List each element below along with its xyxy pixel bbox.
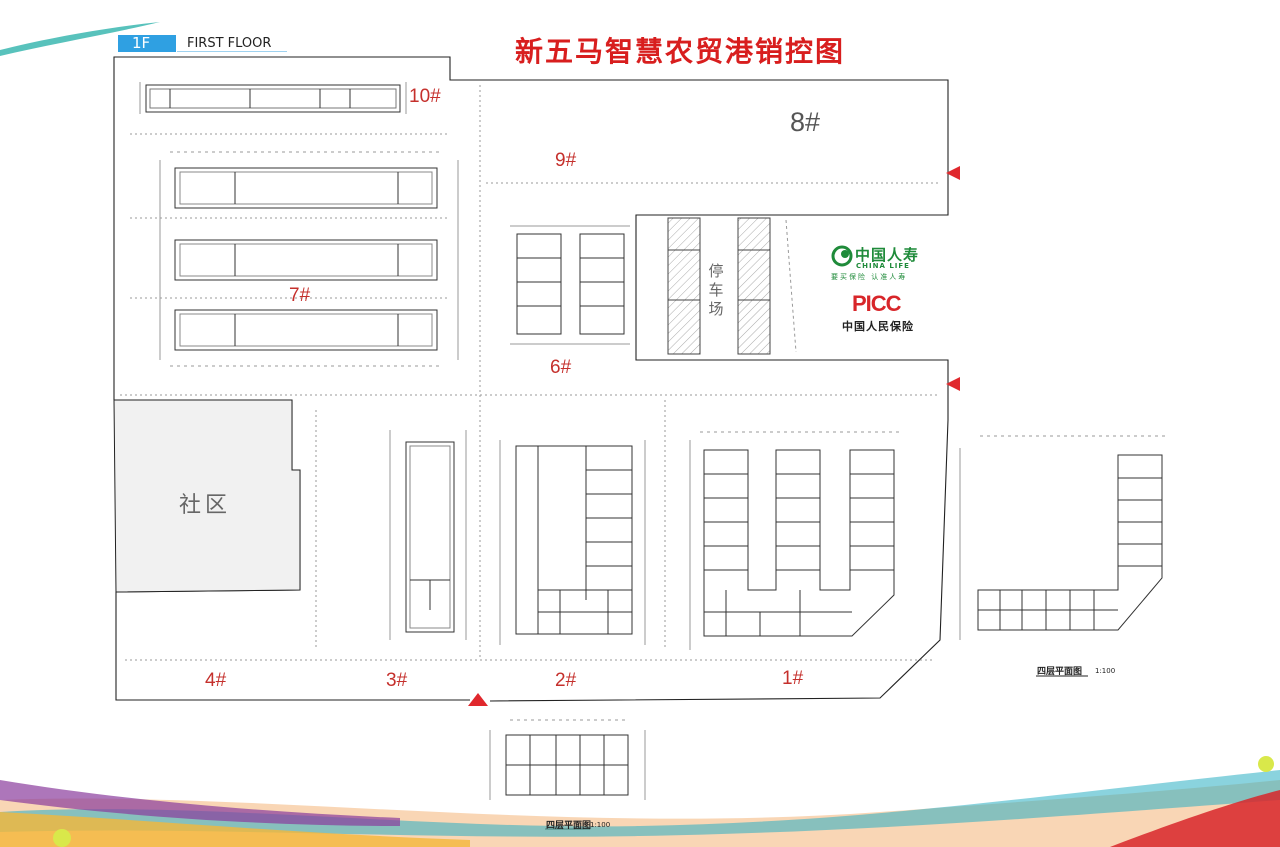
decor-wave-bottom-3	[0, 780, 400, 826]
building-3-plan	[389, 430, 467, 640]
internal-roads	[120, 85, 940, 661]
decor-swoosh-top	[0, 22, 160, 56]
building-2-plan	[499, 440, 646, 645]
page-title: 新五马智慧农贸港销控图	[514, 35, 845, 68]
decor-dot-left	[53, 829, 71, 847]
entrance-marker-right-top	[946, 166, 960, 180]
building-7-plan	[159, 151, 459, 367]
building-1-plan	[689, 431, 900, 650]
right-plan-caption: 四层平面图	[1037, 667, 1083, 677]
parking-label: 停 车 场	[707, 262, 725, 319]
building-6-plan	[510, 225, 630, 345]
floor-name-label: FIRST FLOOR	[177, 35, 287, 52]
china-life-slogan: 要买保险 认准人寿	[831, 273, 908, 281]
right-plan-scale: 1:100	[1095, 667, 1116, 675]
site-outline	[113, 56, 949, 702]
building-10-plan	[139, 82, 407, 114]
parking-plan	[667, 217, 797, 355]
building-1-label[interactable]: 1#	[782, 668, 804, 689]
entrance-marker-bottom	[468, 693, 488, 706]
floor-code-badge: 1F	[118, 35, 176, 52]
building-8-label[interactable]: 8#	[790, 107, 821, 137]
building-7-label[interactable]: 7#	[289, 285, 311, 306]
picc-logo: PICC	[852, 291, 902, 316]
building-2-label[interactable]: 2#	[555, 670, 577, 691]
decor-wave-bottom-5	[0, 812, 470, 847]
building-4-label[interactable]: 4#	[205, 670, 227, 691]
decor-dot-right	[1258, 756, 1274, 772]
bottom-plan-caption: 四层平面图	[546, 821, 592, 831]
community-block	[113, 399, 301, 593]
building-10-label[interactable]: 10#	[409, 86, 441, 107]
decor-wave-bottom-4	[1110, 790, 1280, 847]
building-9-label[interactable]: 9#	[555, 150, 577, 171]
parking-label-char-2: 车	[708, 281, 724, 299]
entrance-marker-right-mid	[946, 377, 960, 391]
building-3-label[interactable]: 3#	[386, 670, 408, 691]
community-label: 社区	[179, 493, 232, 518]
building-6-label[interactable]: 6#	[550, 357, 572, 378]
bottom-floor-plan	[489, 719, 646, 830]
bottom-plan-scale: 1:100	[590, 821, 611, 829]
china-life-name-en: CHINA LIFE	[856, 262, 910, 270]
parking-label-char-3: 场	[708, 300, 724, 318]
right-floor-plan	[959, 435, 1165, 677]
china-life-logo-mark	[831, 245, 853, 267]
picc-name-cn: 中国人民保险	[842, 320, 914, 333]
china-life-name-cn: 中国人寿	[855, 246, 920, 264]
parking-label-char-1: 停	[708, 262, 724, 280]
